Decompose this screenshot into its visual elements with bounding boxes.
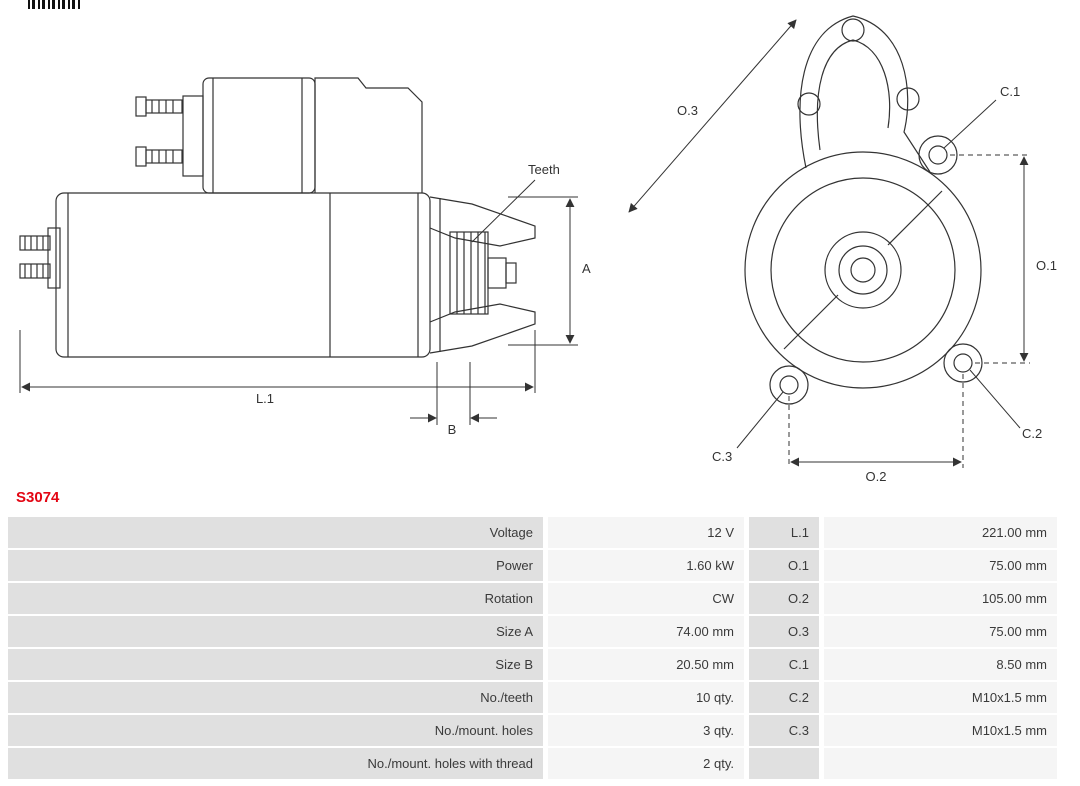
spec-value: CW [548, 583, 744, 614]
dim-a-label: A [582, 261, 591, 276]
table-row: Power 1.60 kW O.1 75.00 mm [8, 550, 1058, 581]
side-view-drawing: A L.1 B Teeth [19, 77, 591, 437]
dim-value [824, 748, 1057, 779]
dim-o2-label: O.2 [866, 469, 887, 484]
hole-c2-label: C.2 [1022, 426, 1042, 441]
dim-value: M10x1.5 mm [824, 682, 1057, 713]
dim-value: 75.00 mm [824, 616, 1057, 647]
spec-value: 10 qty. [548, 682, 744, 713]
dim-o1-label: O.1 [1036, 258, 1057, 273]
hole-c1-label: C.1 [1000, 84, 1020, 99]
spec-label: Power [8, 550, 543, 581]
front-view-drawing: O.3 O.1 O.2 C.1 C.2 C.3 [628, 15, 1057, 484]
table-row: Rotation CW O.2 105.00 mm [8, 583, 1058, 614]
spec-label: Size A [8, 616, 543, 647]
table-row: Size B 20.50 mm C.1 8.50 mm [8, 649, 1058, 680]
starter-motor-diagram: A L.1 B Teeth [19, 15, 1057, 484]
dim-label: O.3 [749, 616, 819, 647]
dim-label: C.3 [749, 715, 819, 746]
part-number: S3074 [16, 489, 60, 506]
dim-value: M10x1.5 mm [824, 715, 1057, 746]
dim-label [749, 748, 819, 779]
dim-label: O.2 [749, 583, 819, 614]
table-row: No./mount. holes 3 qty. C.3 M10x1.5 mm [8, 715, 1058, 746]
spec-label: Voltage [8, 517, 543, 548]
dim-l1-label: L.1 [256, 391, 274, 406]
spec-value: 2 qty. [548, 748, 744, 779]
spec-value: 74.00 mm [548, 616, 744, 647]
spec-value: 3 qty. [548, 715, 744, 746]
barcode-mark-icon [28, 0, 80, 9]
technical-drawings: A L.1 B Teeth [19, 15, 1057, 484]
spec-label: No./mount. holes with thread [8, 748, 543, 779]
table-row: Voltage 12 V L.1 221.00 mm [8, 517, 1058, 548]
spec-label: Rotation [8, 583, 543, 614]
spec-label: No./mount. holes [8, 715, 543, 746]
dim-label: L.1 [749, 517, 819, 548]
spec-table: Voltage 12 V L.1 221.00 mm Power 1.60 kW… [8, 517, 1058, 781]
dim-value: 105.00 mm [824, 583, 1057, 614]
dim-o3-label: O.3 [677, 103, 698, 118]
spec-value: 1.60 kW [548, 550, 744, 581]
spec-label: No./teeth [8, 682, 543, 713]
teeth-label: Teeth [528, 162, 560, 177]
dim-label: C.1 [749, 649, 819, 680]
dim-value: 221.00 mm [824, 517, 1057, 548]
dim-value: 8.50 mm [824, 649, 1057, 680]
table-row: Size A 74.00 mm O.3 75.00 mm [8, 616, 1058, 647]
dim-value: 75.00 mm [824, 550, 1057, 581]
spec-value: 20.50 mm [548, 649, 744, 680]
spec-label: Size B [8, 649, 543, 680]
table-row: No./mount. holes with thread 2 qty. [8, 748, 1058, 779]
dim-label: C.2 [749, 682, 819, 713]
dim-b-label: B [448, 422, 457, 437]
hole-c3-label: C.3 [712, 449, 732, 464]
dim-label: O.1 [749, 550, 819, 581]
table-row: No./teeth 10 qty. C.2 M10x1.5 mm [8, 682, 1058, 713]
spec-value: 12 V [548, 517, 744, 548]
